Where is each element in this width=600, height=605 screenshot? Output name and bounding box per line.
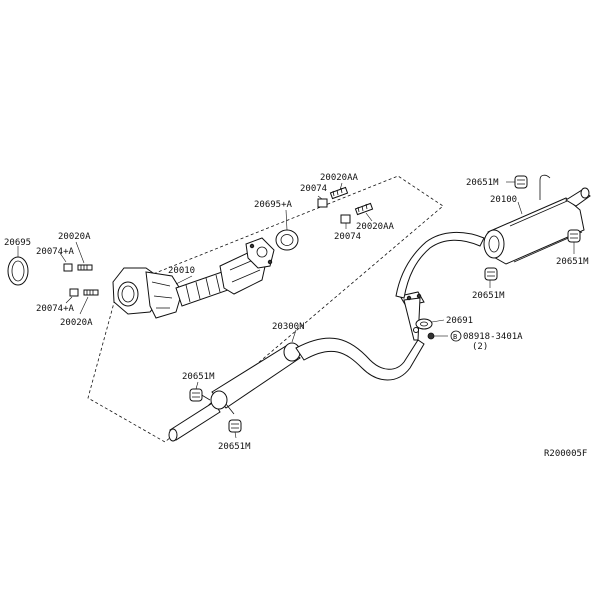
- label-20695: 20695: [4, 238, 31, 248]
- label-20691: 20691: [446, 316, 473, 326]
- hanger-20651m-topright: [514, 175, 528, 189]
- label-20651m-bottom: 20651M: [218, 442, 251, 452]
- hanger-20651m-bottom: [228, 419, 242, 433]
- label-20074-top: 20074: [300, 184, 327, 194]
- nut-20074-lower: [340, 214, 351, 224]
- label-20100: 20100: [490, 195, 517, 205]
- gasket-20695a: [275, 229, 299, 251]
- label-20010: 20010: [168, 266, 195, 276]
- label-20651m-center: 20651M: [472, 291, 505, 301]
- label-20651m-topright: 20651M: [466, 178, 499, 188]
- gasket-20695: [7, 256, 29, 286]
- label-08918-3401a: 08918-3401A: [463, 332, 523, 342]
- stud-20020aa-lower: [354, 202, 374, 216]
- label-20651m-right: 20651M: [556, 257, 589, 267]
- nut-20074-upper: [317, 198, 328, 208]
- nut-20074a-upper: [63, 263, 73, 272]
- label-20074-mid: 20074: [334, 232, 361, 242]
- flange-joint: [399, 291, 425, 341]
- label-20300n: 20300N: [272, 322, 305, 332]
- nut-20074a-lower: [69, 288, 79, 297]
- stud-20020aa-upper: [329, 186, 349, 200]
- gasket-20691: [415, 318, 433, 330]
- label-20074a-bottom: 20074+A: [36, 304, 75, 314]
- bolt-08918-3401a: [413, 327, 435, 340]
- hanger-20651m-center: [484, 267, 498, 281]
- label-20651m-left: 20651M: [182, 372, 215, 382]
- label-20020aa-top: 20020AA: [320, 173, 359, 183]
- label-20695a: 20695+A: [254, 200, 293, 210]
- hanger-20651m-right: [567, 229, 581, 243]
- label-20020aa-mid: 20020AA: [356, 222, 395, 232]
- label-20020a-bottom: 20020A: [60, 318, 93, 328]
- label-08918-qty: (2): [472, 342, 488, 352]
- main-muffler-20100: [395, 174, 591, 299]
- bolt-badge-circle: [450, 330, 462, 342]
- catalytic-converter-20010: [112, 237, 275, 319]
- center-pipe-20300n: [168, 337, 425, 442]
- hanger-20651m-left: [189, 388, 203, 402]
- stud-20020a-upper: [77, 264, 93, 271]
- label-20020a-top: 20020A: [58, 232, 91, 242]
- bolt-badge-letter: B: [453, 333, 457, 341]
- diagram-code: R200005F: [544, 449, 587, 459]
- bolt-callout: B 08918-3401A (2): [450, 330, 523, 352]
- stud-20020a-lower: [83, 289, 99, 296]
- label-20074a-left: 20074+A: [36, 247, 75, 257]
